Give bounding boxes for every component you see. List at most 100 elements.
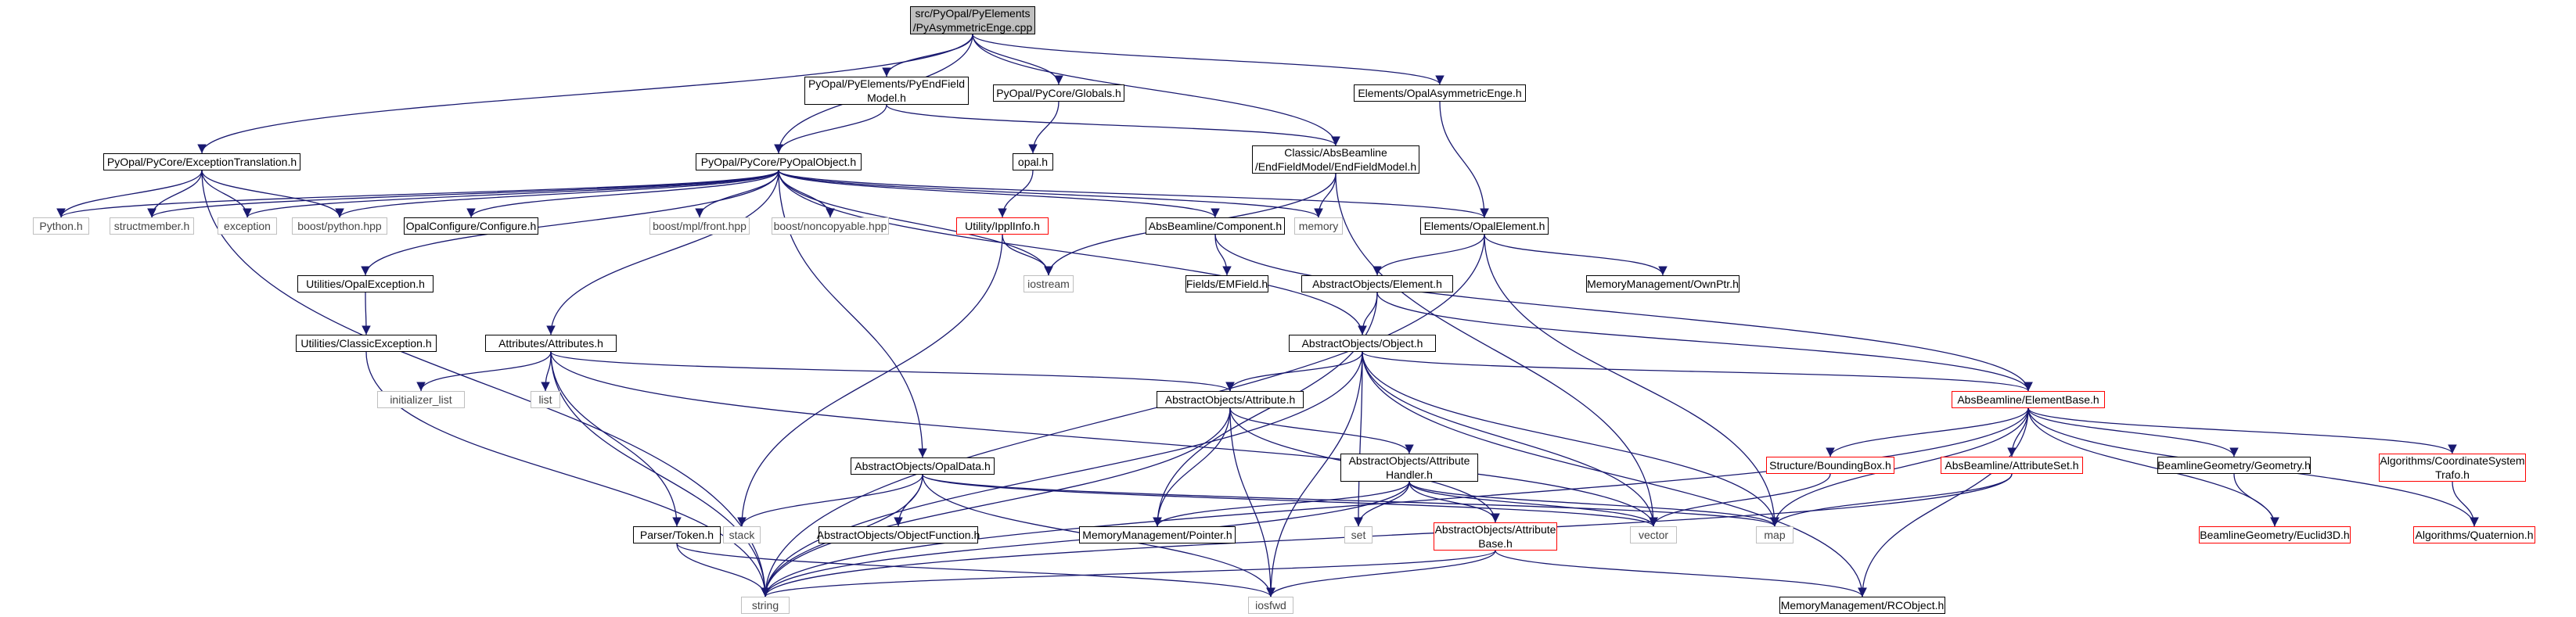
edge-elementbase-to-rcobject xyxy=(1858,407,2029,597)
edge-endfieldmodel-to-vector xyxy=(1335,173,1658,527)
edge-aoattribute-to-pointer xyxy=(1153,407,1231,527)
node-attrbase[interactable]: AbstractObjects/Attribute Base.h xyxy=(1434,522,1557,551)
edge-opalasym-to-opalelement xyxy=(1439,101,1489,218)
edge-aoobject-to-map xyxy=(1362,351,1779,527)
node-python: Python.h xyxy=(33,217,89,235)
node-exctrans[interactable]: PyOpal/PyCore/ExceptionTranslation.h xyxy=(103,153,300,170)
edge-attributeset-to-string xyxy=(761,473,2013,597)
node-opalconfig[interactable]: OpalConfigure/Configure.h xyxy=(404,217,538,235)
edge-aoattribute-to-attrhandler xyxy=(1229,407,1414,454)
edge-globals-to-opalh xyxy=(1028,101,1060,154)
edge-pyendfield-to-pyopalobj xyxy=(774,104,887,154)
node-attrhandler[interactable]: AbstractObjects/Attribute Handler.h xyxy=(1340,454,1478,482)
edge-pyopalobj-to-boostpython xyxy=(335,170,779,218)
node-mplfront: boost/mpl/front.hpp xyxy=(649,217,750,235)
edge-attrhandler-to-vector xyxy=(1409,481,1658,527)
node-list: list xyxy=(531,391,560,408)
node-aoobject[interactable]: AbstractObjects/Object.h xyxy=(1289,335,1436,352)
edge-aoobject-to-elementbase xyxy=(1362,351,2033,392)
node-opalelement[interactable]: Elements/OpalElement.h xyxy=(1420,217,1549,235)
edge-aoobject-to-string xyxy=(761,351,1363,597)
node-map: map xyxy=(1756,526,1793,543)
edge-pyopalobj-to-attributes xyxy=(546,170,779,335)
edge-parsertoken-to-iosfwd xyxy=(676,543,1275,597)
node-vector: vector xyxy=(1630,526,1677,543)
node-stack: stack xyxy=(723,526,761,543)
edge-exctrans-to-python xyxy=(56,170,203,218)
edge-attributes-to-string xyxy=(550,351,770,597)
edge-pyopalobj-to-component xyxy=(778,170,1220,218)
node-rcobject[interactable]: MemoryManagement/RCObject.h xyxy=(1779,597,1945,614)
node-classicexc[interactable]: Utilities/ClassicException.h xyxy=(296,335,437,352)
node-euclid[interactable]: BeamlineGeometry/Euclid3D.h xyxy=(2199,526,2351,543)
node-attributeset[interactable]: AbsBeamline/AttributeSet.h xyxy=(1941,457,2083,474)
node-opalasym[interactable]: Elements/OpalAsymmetricEnge.h xyxy=(1354,84,1526,102)
edge-attrbase-to-string xyxy=(761,550,1496,597)
edge-aoattribute-to-iosfwd xyxy=(1229,407,1275,597)
edge-pyopalobj-to-opalconfig xyxy=(466,170,779,218)
node-opalexc[interactable]: Utilities/OpalException.h xyxy=(297,275,434,292)
edge-aoobject-to-rcobject xyxy=(1362,351,1867,597)
node-attributes[interactable]: Attributes/Attributes.h xyxy=(485,335,617,352)
edge-opalelement-to-aoelement xyxy=(1373,234,1485,276)
node-root[interactable]: src/PyOpal/PyElements /PyAsymmetricEnge.… xyxy=(910,6,1035,34)
edge-component-to-emfield xyxy=(1214,234,1232,276)
edge-attrhandler-to-attrbase xyxy=(1409,481,1500,523)
node-parsertoken[interactable]: Parser/Token.h xyxy=(633,526,721,543)
edge-aoattribute-to-string xyxy=(761,407,1231,597)
edge-attrhandler-to-pointer xyxy=(1153,481,1410,527)
edge-aoobject-to-vector xyxy=(1362,351,1658,527)
edge-pyopalobj-to-exception xyxy=(243,170,779,218)
node-emfield[interactable]: Fields/EMField.h xyxy=(1185,275,1268,292)
edge-elementbase-to-map xyxy=(1770,407,2029,527)
edge-pyendfield-to-endfieldmodel xyxy=(886,104,1340,146)
node-coordtrafo[interactable]: Algorithms/CoordinateSystem Trafo.h xyxy=(2379,454,2526,482)
edge-elementbase-to-coordtrafo xyxy=(2027,407,2457,454)
node-string: string xyxy=(741,597,790,614)
edge-pyopalobj-to-aoobject xyxy=(778,170,1367,335)
node-pyopalobj[interactable]: PyOpal/PyCore/PyOpalObject.h xyxy=(696,153,862,170)
node-endfieldmodel[interactable]: Classic/AbsBeamline /EndFieldModel/EndFi… xyxy=(1252,145,1419,174)
edge-exctrans-to-structmember xyxy=(147,170,203,218)
edge-attrbase-to-rcobject xyxy=(1495,550,1867,597)
edge-exctrans-to-boostpython xyxy=(201,170,344,218)
edge-ippl-to-stack xyxy=(737,234,1003,527)
node-component[interactable]: AbsBeamline/Component.h xyxy=(1146,217,1285,235)
node-pointer[interactable]: MemoryManagement/Pointer.h xyxy=(1079,526,1236,543)
edge-attributes-to-initlist xyxy=(416,351,552,392)
edge-root-to-globals xyxy=(972,34,1063,85)
node-set: set xyxy=(1344,526,1373,543)
node-pyendfield[interactable]: PyOpal/PyElements/PyEndField Model.h xyxy=(804,77,969,105)
node-aoattribute[interactable]: AbstractObjects/Attribute.h xyxy=(1157,391,1304,408)
edge-opaldata-to-map xyxy=(922,474,1779,527)
edge-pyopalobj-to-structmember xyxy=(147,170,779,218)
edge-exctrans-to-string xyxy=(201,170,770,597)
edge-classicexc-to-string xyxy=(365,351,770,597)
edge-opalelement-to-ownptr xyxy=(1484,234,1668,276)
node-globals[interactable]: PyOpal/PyCore/Globals.h xyxy=(993,84,1124,102)
edge-pyopalobj-to-iostream xyxy=(778,170,1053,276)
edge-aoobject-to-set xyxy=(1354,351,1363,527)
node-ippl[interactable]: Utility/IpplInfo.h xyxy=(956,217,1049,235)
edge-pyopalobj-to-opalelement xyxy=(778,170,1489,218)
edge-attrhandler-to-map xyxy=(1409,481,1779,527)
node-aoelement[interactable]: AbstractObjects/Element.h xyxy=(1301,275,1453,292)
node-ownptr[interactable]: MemoryManagement/OwnPtr.h xyxy=(1586,275,1740,292)
edge-opaldata-to-vector xyxy=(922,474,1658,527)
node-objfunction[interactable]: AbstractObjects/ObjectFunction.h xyxy=(817,526,980,543)
edge-elementbase-to-string xyxy=(761,407,2029,597)
edge-root-to-pyendfield xyxy=(882,34,973,77)
node-boundingbox[interactable]: Structure/BoundingBox.h xyxy=(1766,457,1894,474)
node-opaldata[interactable]: AbstractObjects/OpalData.h xyxy=(851,457,995,475)
edge-root-to-endfieldmodel xyxy=(972,34,1340,146)
edge-root-to-opalasym xyxy=(972,34,1445,85)
edge-attrbase-to-iosfwd xyxy=(1266,550,1496,597)
node-geometry[interactable]: BeamlineGeometry/Geometry.h xyxy=(2157,457,2311,474)
node-elementbase[interactable]: AbsBeamline/ElementBase.h xyxy=(1952,391,2105,408)
node-opalh[interactable]: opal.h xyxy=(1013,153,1053,170)
node-quaternion[interactable]: Algorithms/Quaternion.h xyxy=(2413,526,2535,543)
node-exception: exception xyxy=(218,217,277,235)
edge-coordtrafo-to-quaternion xyxy=(2452,481,2479,527)
edge-aoobject-to-iosfwd xyxy=(1266,351,1363,597)
